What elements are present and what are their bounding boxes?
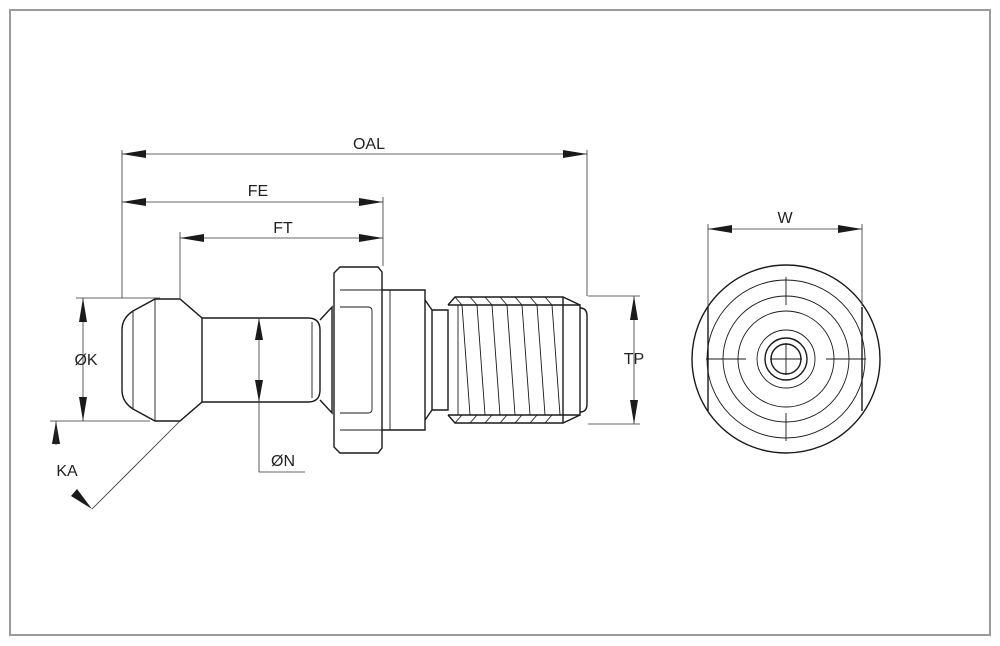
label-tp: TP — [624, 351, 644, 368]
label-oal: OAL — [353, 136, 385, 153]
knob-head — [121, 298, 203, 422]
end-view — [691, 264, 881, 454]
label-ft: FT — [273, 220, 293, 237]
label-ka: KA — [56, 463, 78, 480]
label-diameter-n: ØN — [271, 453, 295, 470]
thread-lines — [454, 296, 561, 424]
flange — [333, 266, 383, 454]
label-fe: FE — [248, 183, 268, 200]
neck — [202, 317, 321, 403]
drawing-frame — [9, 9, 991, 636]
thread-body — [448, 304, 581, 416]
side-dimensions — [50, 150, 640, 510]
side-view — [121, 266, 588, 454]
end-dimensions — [707, 224, 863, 306]
end-pilot — [579, 307, 588, 413]
label-diameter-k: ØK — [74, 352, 97, 369]
label-w: W — [777, 210, 793, 227]
end-view-outer-circle — [691, 264, 881, 454]
